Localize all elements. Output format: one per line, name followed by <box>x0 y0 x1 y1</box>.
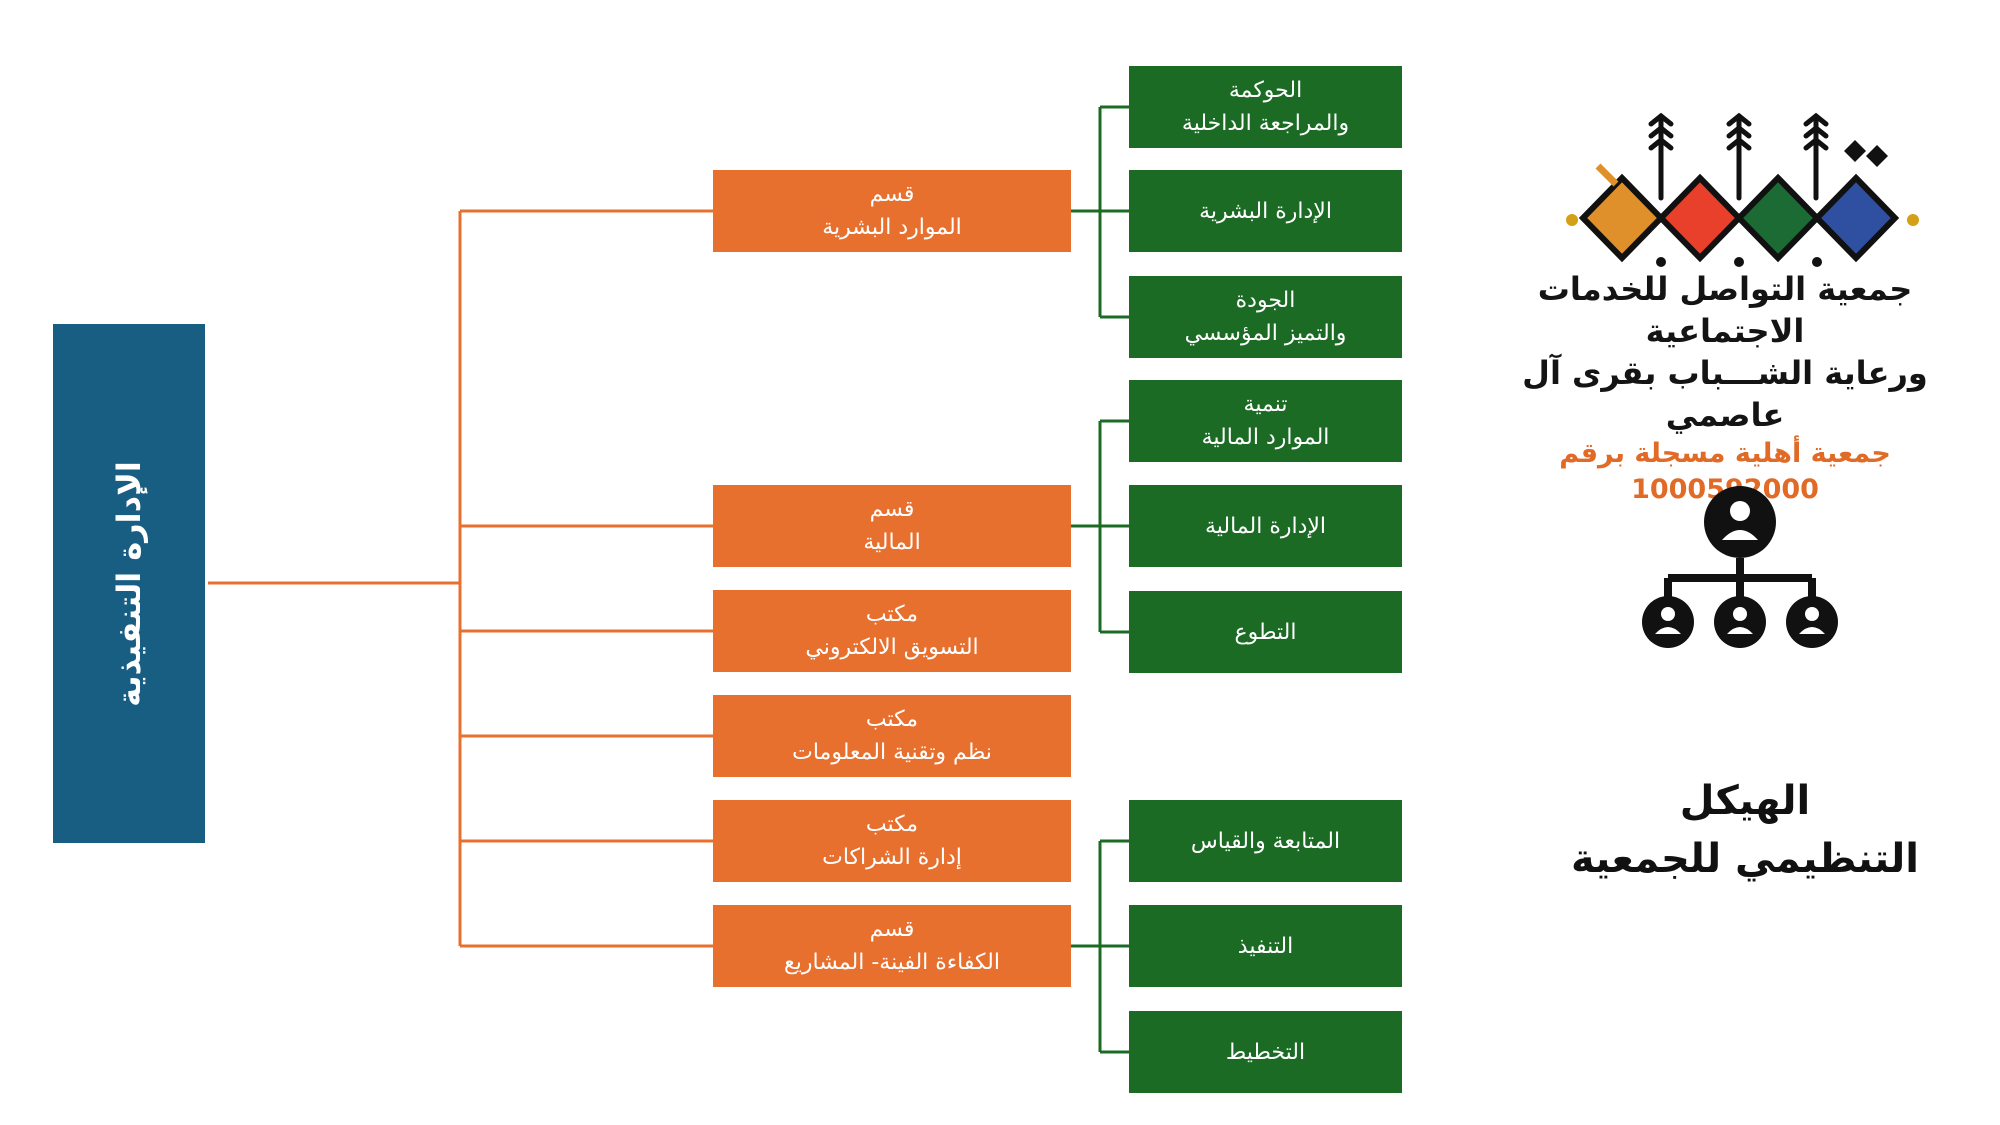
office-e-marketing-name: التسويق الالكتروني <box>805 635 979 660</box>
executive-management-box: الإدارة التنفيذية <box>53 324 205 843</box>
unit-execution-label: التنفيذ <box>1237 933 1294 959</box>
office-it-systems-name: نظم وتقنية المعلومات <box>792 740 992 765</box>
unit-quality-line1: الجودة <box>1235 288 1296 313</box>
department-finance-type: قسم <box>869 497 915 522</box>
unit-quality-line2: والتميز المؤسسي <box>1184 321 1347 346</box>
unit-monitoring: المتابعة والقياس <box>1129 800 1402 882</box>
unit-governance-line2: والمراجعة الداخلية <box>1181 111 1350 136</box>
department-hr-type: قسم <box>869 182 915 207</box>
office-partnerships: مكتب إدارة الشراكات <box>713 800 1071 882</box>
office-partnerships-name: إدارة الشراكات <box>822 845 962 870</box>
office-it-systems-type: مكتب <box>865 707 919 732</box>
unit-governance-line1: الحوكمة <box>1228 78 1303 103</box>
department-finance: قسم المالية <box>713 485 1071 567</box>
unit-volunteering-label: التطوع <box>1234 619 1297 645</box>
unit-planning-label: التخطيط <box>1225 1039 1306 1065</box>
unit-human-administration-label: الإدارة البشرية <box>1199 198 1332 224</box>
department-projects-name: الكفاءة الفينة- المشاريع <box>784 950 1000 975</box>
department-projects-type: قسم <box>869 917 915 942</box>
executive-label: الإدارة التنفيذية <box>110 460 148 707</box>
unit-volunteering: التطوع <box>1129 591 1402 673</box>
page-title: الهيكل التنظيمي للجمعية <box>1540 772 1950 888</box>
office-e-marketing-type: مكتب <box>865 602 919 627</box>
department-hr: قسم الموارد البشرية <box>713 170 1071 252</box>
organization-name-line1: جمعية التواصل للخدمات الاجتماعية <box>1537 270 1913 350</box>
department-hr-name: الموارد البشرية <box>822 215 962 240</box>
unit-planning: التخطيط <box>1129 1011 1402 1093</box>
unit-financial-resources-line1: تنمية <box>1243 392 1288 417</box>
unit-financial-administration: الإدارة المالية <box>1129 485 1402 567</box>
office-partnerships-type: مكتب <box>865 812 919 837</box>
org-chart-icon <box>1642 486 1838 648</box>
department-projects: قسم الكفاءة الفينة- المشاريع <box>713 905 1071 987</box>
unit-monitoring-label: المتابعة والقياس <box>1190 828 1341 854</box>
organization-name: جمعية التواصل للخدمات الاجتماعية ورعاية … <box>1480 268 1970 508</box>
page-title-line2: التنظيمي للجمعية <box>1570 836 1920 882</box>
office-it-systems: مكتب نظم وتقنية المعلومات <box>713 695 1071 777</box>
unit-financial-resources: تنمية الموارد المالية <box>1129 380 1402 462</box>
office-e-marketing: مكتب التسويق الالكتروني <box>713 590 1071 672</box>
unit-financial-administration-label: الإدارة المالية <box>1204 513 1327 539</box>
unit-quality: الجودة والتميز المؤسسي <box>1129 276 1402 358</box>
unit-execution: التنفيذ <box>1129 905 1402 987</box>
page-title-line1: الهيكل <box>1679 778 1811 824</box>
unit-human-administration: الإدارة البشرية <box>1129 170 1402 252</box>
association-logo <box>1566 112 1919 267</box>
organization-name-line2: ورعاية الشـــباب بقرى آل عاصمي <box>1522 354 1928 434</box>
unit-financial-resources-line2: الموارد المالية <box>1201 425 1330 450</box>
department-finance-name: المالية <box>863 530 921 555</box>
unit-governance: الحوكمة والمراجعة الداخلية <box>1129 66 1402 148</box>
